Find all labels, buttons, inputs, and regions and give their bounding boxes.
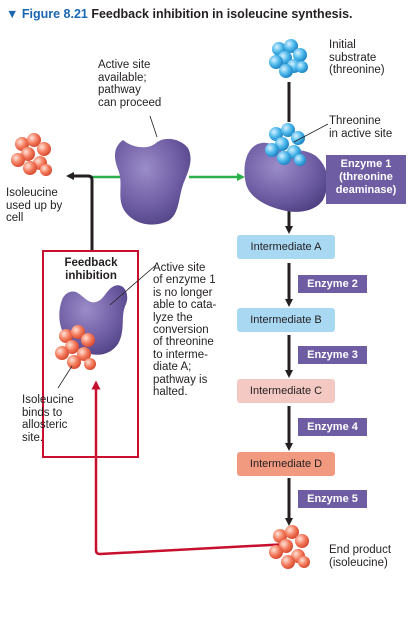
figure-caption: Feedback inhibition in isoleucine synthe… — [91, 7, 353, 21]
label-line: to interme- — [153, 348, 208, 361]
leader-threonine — [293, 123, 329, 143]
label-isoleucine-binds: Isoleucine binds to allosteric site. — [22, 394, 74, 444]
label-threonine-in-active-site: Threonine in active site — [329, 115, 392, 140]
label-line: allosteric — [22, 419, 68, 431]
label-line: lyze the — [153, 311, 193, 324]
label-line: binds to — [22, 406, 63, 419]
label-line: Isoleucine — [6, 187, 58, 199]
isoleucine-molecule-used — [11, 133, 52, 176]
label-line: of enzyme 1 — [153, 274, 216, 287]
label-line: available; — [98, 71, 147, 84]
label-line: cell — [6, 212, 24, 224]
label-line: Active site — [153, 262, 206, 274]
feedback-arrow — [91, 380, 290, 556]
label-active-site-blocked: Active site of enzyme 1 is no longer abl… — [153, 262, 216, 398]
isoleucine-molecule-end-product — [269, 525, 310, 569]
intermediate-c: Intermediate C — [237, 379, 335, 403]
feedback-title-line: inhibition — [65, 270, 117, 282]
label-line: deaminase) — [335, 184, 397, 196]
label-end-product: End product (isoleucine) — [329, 544, 391, 569]
enzyme-1-label: Enzyme 1 (threonine deaminase) — [326, 155, 406, 204]
label-line: (threonine — [339, 171, 393, 183]
feedback-title-line: Feedback — [64, 257, 118, 269]
label-line: can proceed — [98, 96, 162, 109]
enzyme-2-label: Enzyme 2 — [298, 275, 367, 293]
label-line: Enzyme 1 — [340, 158, 392, 170]
leader-isoleucine-binds — [57, 365, 73, 389]
label-isoleucine-used-up: Isoleucine used up by cell — [6, 187, 62, 225]
feedback-inhibition-title: Feedback inhibition — [46, 257, 136, 283]
label-initial-substrate: Initial substrate (threonine) — [329, 39, 385, 77]
label-line: substrate — [329, 51, 377, 64]
label-line: halted. — [153, 386, 188, 399]
label-line: Isoleucine — [22, 394, 74, 406]
label-line: used up by — [6, 199, 63, 212]
isoleucine-molecule-allosteric — [55, 325, 96, 370]
enzyme-5-label: Enzyme 5 — [298, 490, 367, 508]
enzyme-free — [114, 138, 191, 225]
label-line: (isoleucine) — [329, 556, 388, 569]
enzyme-4-label: Enzyme 4 — [298, 418, 367, 436]
label-line: pathway — [98, 84, 141, 96]
label-line: diate A; — [153, 361, 192, 374]
label-line: End product — [329, 544, 392, 556]
label-line: Initial — [329, 39, 356, 51]
label-active-site-available: Active site available; pathway can proce… — [98, 59, 161, 109]
leader-active-site — [149, 115, 158, 138]
label-line: Active site — [98, 59, 151, 71]
label-line: Threonine — [329, 115, 381, 127]
figure-number: ▼ Figure 8.21 — [6, 7, 88, 21]
label-line: able to cata- — [153, 299, 217, 312]
label-line: in active site — [329, 127, 393, 140]
label-line: conversion — [153, 324, 209, 337]
enzyme-1-with-substrate — [244, 142, 328, 212]
label-line: (threonine) — [329, 64, 385, 76]
figure-title: ▼ Figure 8.21 Feedback inhibition in iso… — [6, 7, 353, 21]
label-line: pathway is — [153, 373, 208, 386]
threonine-molecule-initial — [269, 39, 308, 78]
label-line: site. — [22, 431, 44, 444]
threonine-molecule-bound — [265, 123, 306, 166]
label-line: is no longer — [153, 286, 213, 299]
label-line: of threonine — [153, 336, 214, 349]
intermediate-b: Intermediate B — [237, 308, 335, 332]
leader-active-site-blocked — [109, 264, 157, 306]
enzyme-3-label: Enzyme 3 — [298, 346, 367, 364]
intermediate-a: Intermediate A — [237, 235, 335, 259]
arrow-isoleucine-used — [66, 172, 94, 250]
intermediate-d: Intermediate D — [237, 452, 335, 476]
